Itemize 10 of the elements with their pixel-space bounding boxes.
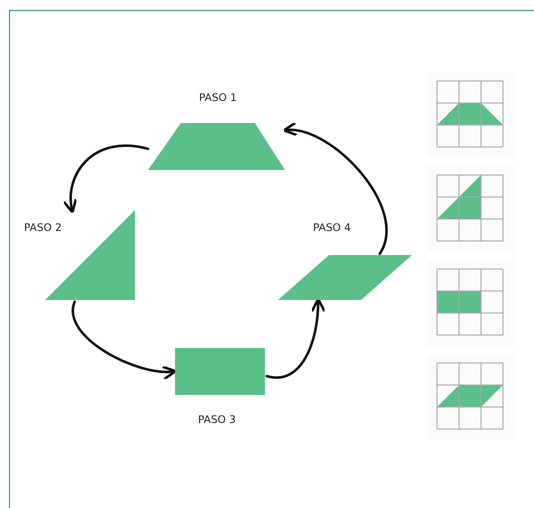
step-label: PASO 4	[313, 222, 351, 234]
curved-arrow	[72, 300, 177, 380]
curved-arrow	[282, 123, 388, 255]
parallelogram-shape	[278, 255, 412, 300]
step-label: PASO 2	[24, 222, 62, 234]
step-label: PASO 3	[198, 414, 236, 426]
step-label: PASO 1	[199, 92, 237, 104]
curved-arrow	[63, 144, 150, 214]
box-shape	[175, 348, 265, 395]
trapezoid-shape	[148, 123, 285, 170]
